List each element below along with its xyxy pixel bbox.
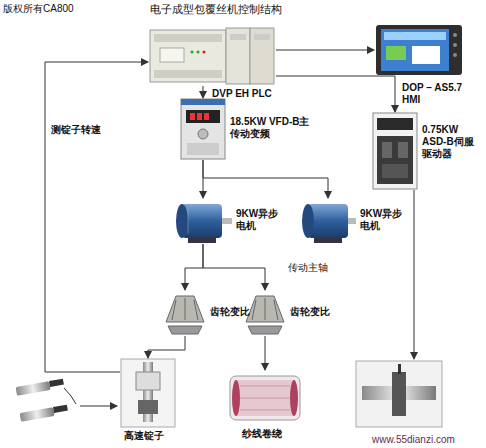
gear-box: 齿轮变比	[243, 290, 287, 336]
diagram-title: 电子成型包覆丝机控制结构	[150, 3, 282, 16]
connector-arrow	[276, 76, 395, 112]
vfd-box: 18.5KW VFD-B主传动变频	[180, 98, 226, 160]
sensor-illustration	[16, 379, 76, 422]
bevel-gear-illustration	[166, 296, 284, 334]
plc-box: DVP EH PLC	[148, 24, 276, 86]
connector-arrow	[45, 62, 148, 372]
node-label: 18.5KW VFD-B主传动变频	[230, 116, 318, 140]
node-label: DOP – AS5.7 HMI	[402, 82, 482, 106]
connector-arrow	[276, 50, 374, 51]
servo-wire	[414, 190, 415, 359]
connector-arrow	[148, 336, 185, 358]
connector-arrow	[203, 86, 204, 98]
node-label: 0.75KW ASD-B伺服驱动器	[422, 124, 482, 160]
vfd-illustration	[181, 99, 225, 159]
spindle-illustration	[121, 359, 175, 427]
node-label: 纱线卷绕	[242, 428, 312, 440]
yarn-winding-illustration	[230, 376, 300, 420]
roller-illustration	[356, 361, 442, 427]
shaft-label: 传动主轴	[288, 262, 328, 274]
winding-box: 纱线卷绕	[222, 370, 308, 426]
motor-box: 9KW异步电机	[300, 198, 356, 244]
servo-box: 0.75KW ASD-B伺服驱动器	[372, 112, 418, 190]
connector-arrow	[203, 160, 328, 198]
motor-box: 9KW异步电机	[174, 198, 232, 244]
connector-arrow	[265, 336, 266, 370]
node-label: DVP EH PLC	[212, 88, 302, 100]
node-label: 9KW异步电机	[360, 208, 406, 232]
connector-arrow	[185, 244, 203, 290]
sensor-wire	[80, 406, 117, 407]
node-label: 齿轮变比	[290, 306, 342, 318]
node-label: 9KW异步电机	[236, 208, 282, 232]
plc-illustration	[150, 28, 274, 84]
connector-arrow	[203, 244, 265, 290]
motor-illustration	[176, 204, 356, 243]
hmi-illustration	[376, 25, 462, 75]
node-label: 高速锭子	[124, 430, 184, 442]
watermark: www.55dianzi.com	[372, 434, 455, 446]
hmi-box: DOP – AS5.7 HMI	[374, 24, 464, 76]
copyright-note: 版权所有CA800	[3, 3, 74, 15]
edge-label: 测锭子转速	[50, 124, 102, 136]
spindle-box: 高速锭子	[120, 358, 176, 428]
servo-illustration	[373, 113, 417, 189]
gear-box: 齿轮变比	[163, 290, 207, 336]
node-label: 齿轮变比	[210, 306, 262, 318]
